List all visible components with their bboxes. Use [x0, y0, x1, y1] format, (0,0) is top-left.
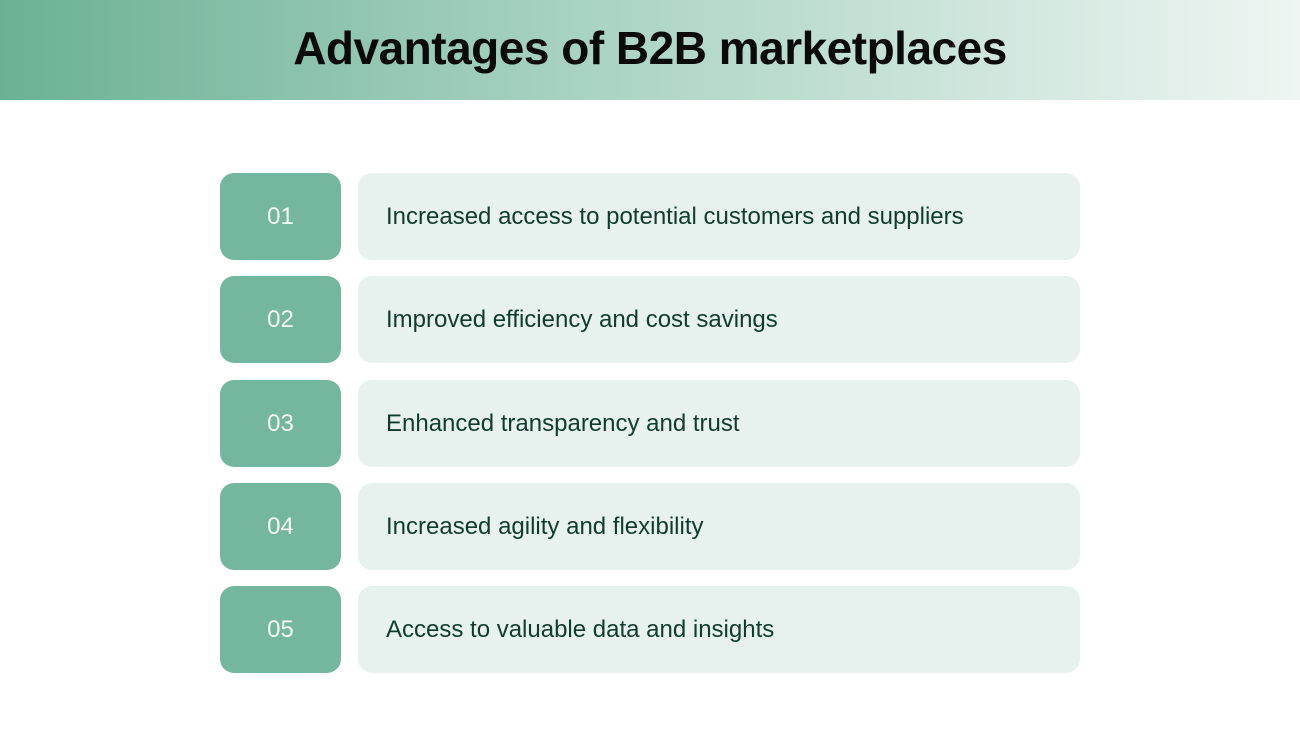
- page-title: Advantages of B2B marketplaces: [293, 22, 1007, 74]
- item-number: 04: [220, 483, 341, 570]
- list-item: 02 Improved efficiency and cost savings: [220, 276, 1080, 363]
- item-label: Increased agility and flexibility: [358, 483, 1080, 570]
- item-label: Increased access to potential customers …: [358, 173, 1080, 260]
- item-label: Improved efficiency and cost savings: [358, 276, 1080, 363]
- item-number: 03: [220, 380, 341, 467]
- item-number: 02: [220, 276, 341, 363]
- list-item: 01 Increased access to potential custome…: [220, 173, 1080, 260]
- item-label: Enhanced transparency and trust: [358, 380, 1080, 467]
- list-item: 04 Increased agility and flexibility: [220, 483, 1080, 570]
- list-item: 03 Enhanced transparency and trust: [220, 380, 1080, 467]
- list-item: 05 Access to valuable data and insights: [220, 586, 1080, 673]
- item-label: Access to valuable data and insights: [358, 586, 1080, 673]
- item-number: 01: [220, 173, 341, 260]
- header-banner: Advantages of B2B marketplaces: [0, 0, 1300, 100]
- item-number: 05: [220, 586, 341, 673]
